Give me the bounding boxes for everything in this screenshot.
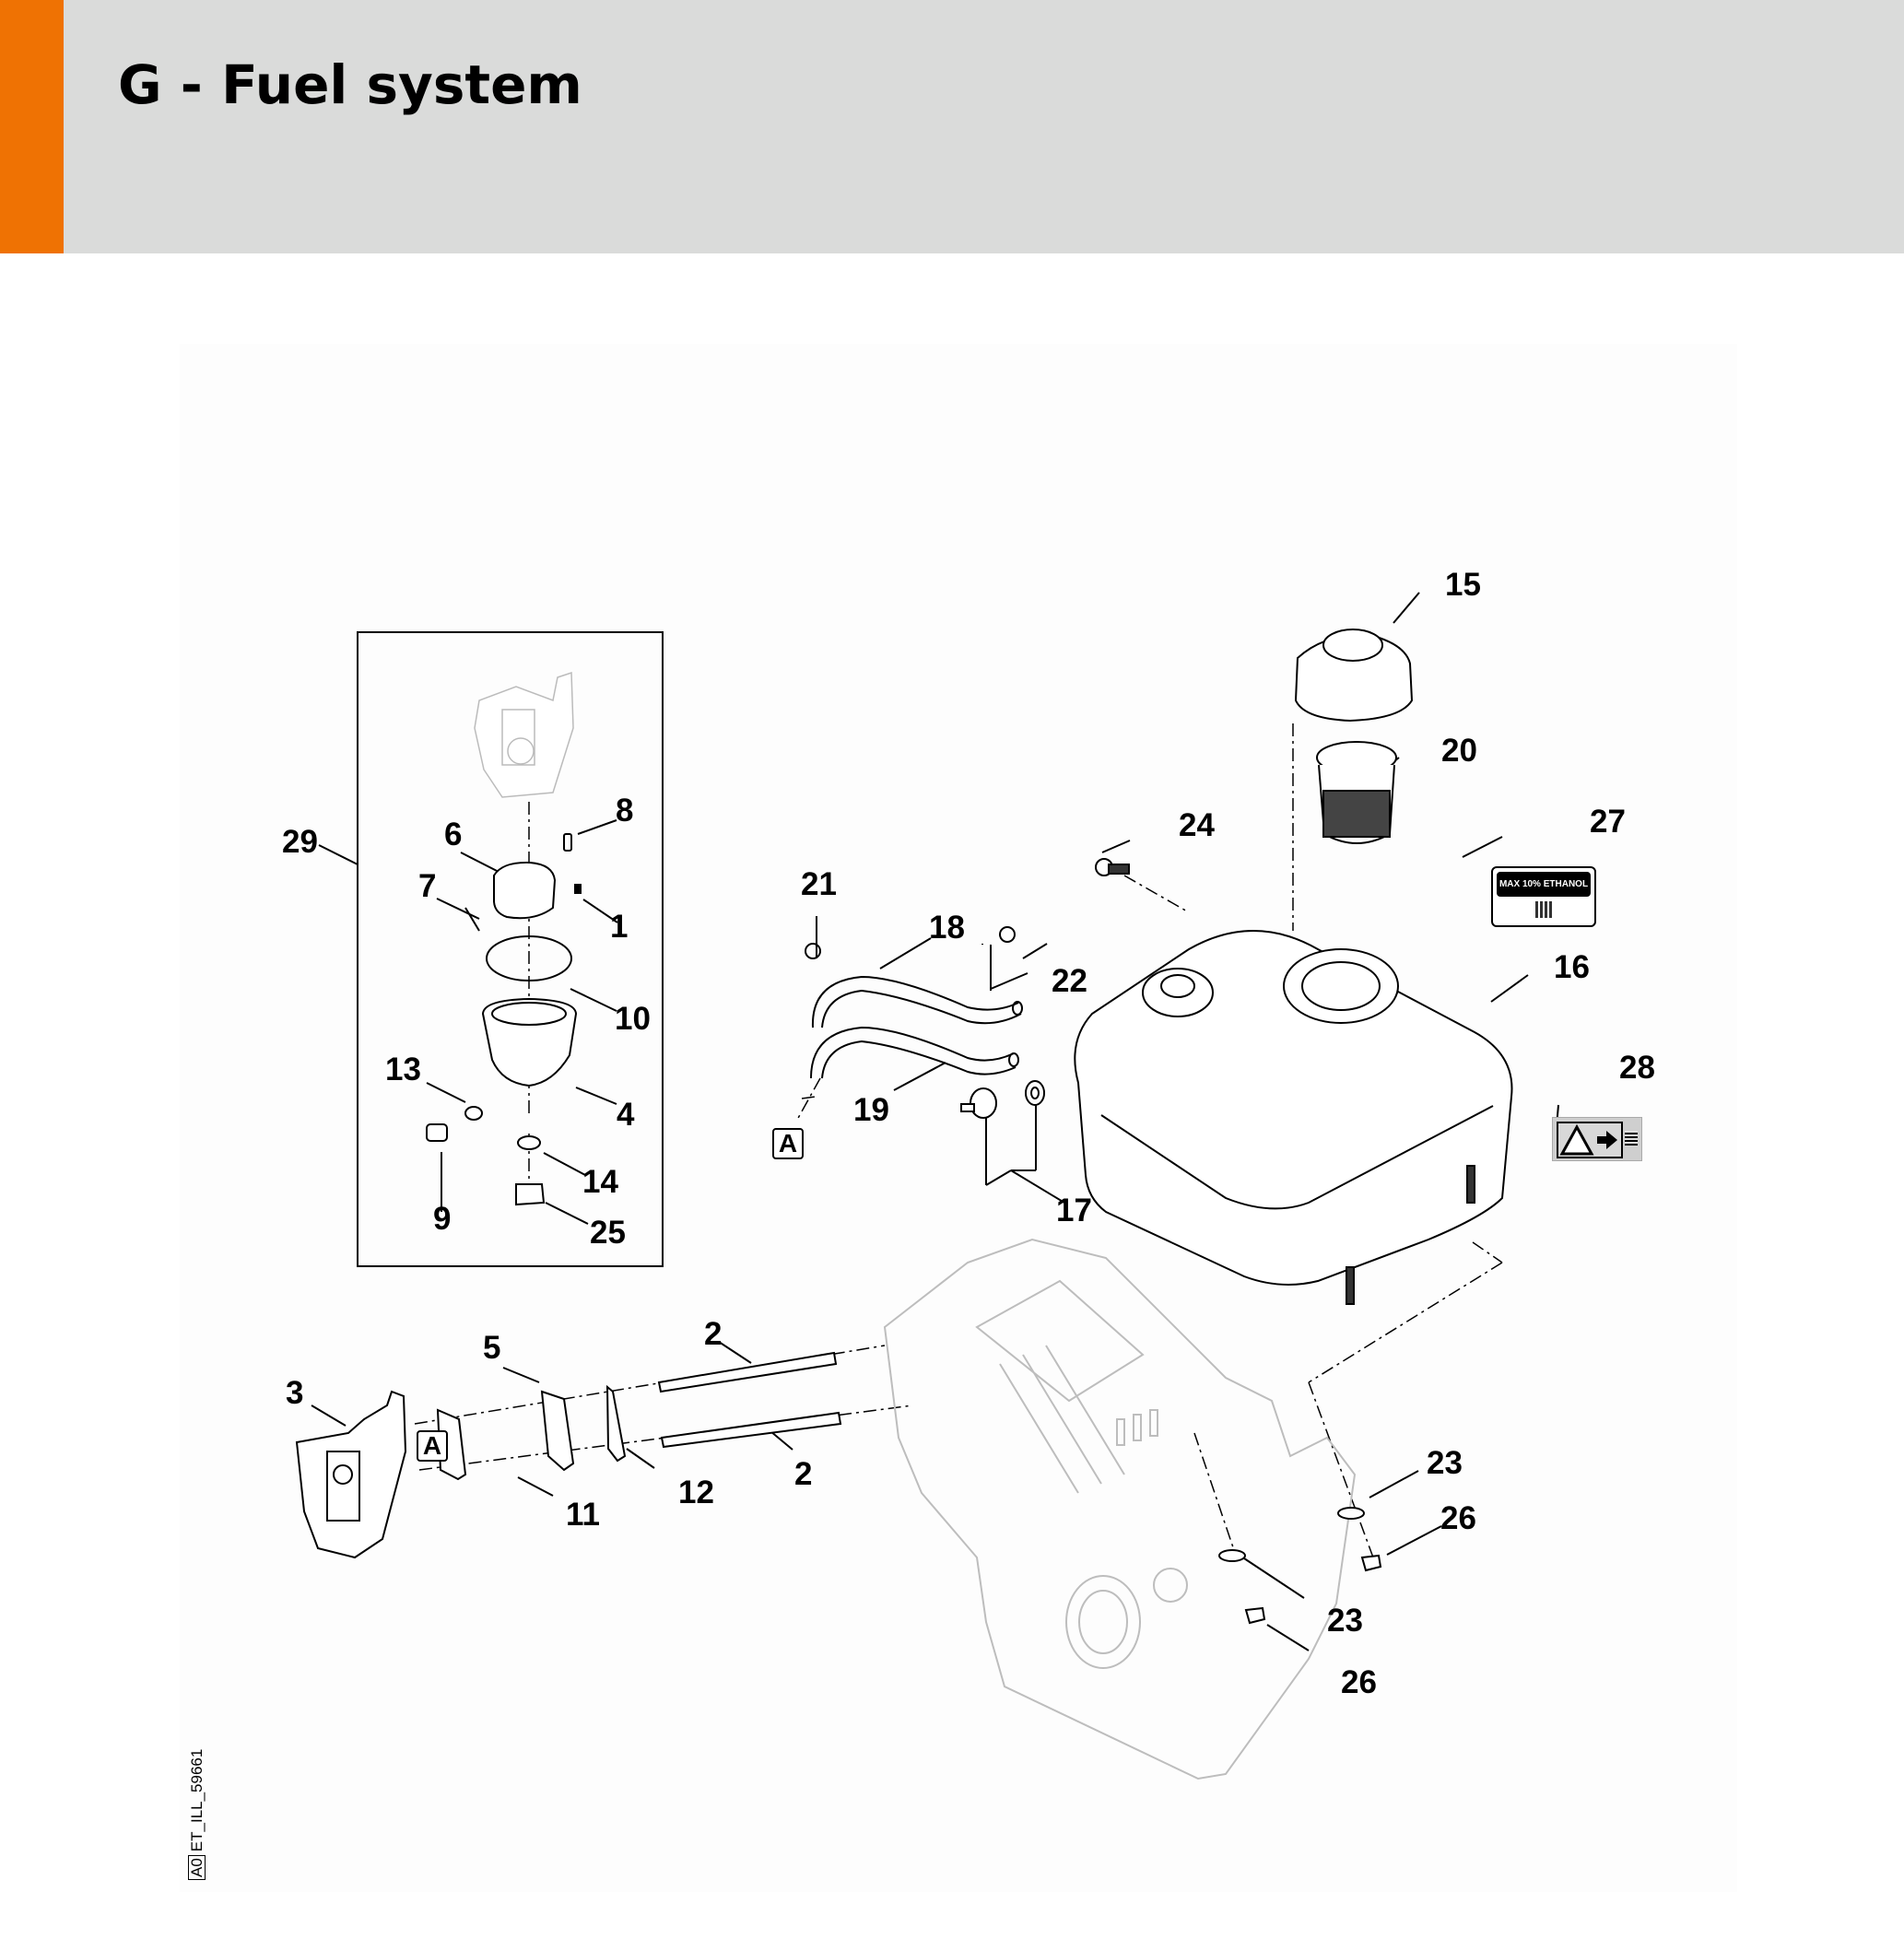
callout-10[interactable]: 10 — [615, 1001, 651, 1037]
callout-20[interactable]: 20 — [1441, 733, 1477, 769]
callout-29[interactable]: 29 — [282, 824, 318, 860]
float-needle-8 — [563, 833, 572, 852]
float-bowl — [481, 997, 578, 1087]
qr-code-icon — [1625, 1131, 1638, 1146]
callout-8[interactable]: 8 — [616, 793, 634, 828]
seal-14 — [517, 1135, 541, 1150]
drain-screw-9 — [426, 1123, 448, 1142]
callout-2-lower[interactable]: 2 — [794, 1456, 813, 1492]
illustration-id-text: ET_ILL_59661 — [188, 1748, 206, 1852]
callout-7[interactable]: 7 — [418, 868, 437, 904]
fuel-valve — [960, 1080, 1045, 1119]
callout-26-upper[interactable]: 26 — [1440, 1500, 1476, 1536]
page-title: G - Fuel system — [118, 53, 582, 116]
callout-6[interactable]: 6 — [444, 817, 463, 852]
callout-26-lower[interactable]: 26 — [1341, 1664, 1377, 1700]
callout-22[interactable]: 22 — [1052, 963, 1087, 999]
engine-block-ghost — [883, 1238, 1357, 1780]
callout-1[interactable]: 1 — [610, 909, 629, 945]
ethanol-decal-text: MAX 10% ETHANOL — [1497, 872, 1591, 897]
ethanol-decal: MAX 10% ETHANOL — [1491, 866, 1596, 927]
callout-13[interactable]: 13 — [385, 1052, 421, 1087]
warning-decal — [1552, 1117, 1642, 1161]
hose-clamps — [805, 926, 1016, 959]
drain-bolt-25 — [515, 1183, 546, 1206]
callout-9[interactable]: 9 — [433, 1201, 452, 1237]
fuel-strainer — [1316, 741, 1397, 844]
page-header: G - Fuel system — [0, 0, 1904, 253]
callout-27[interactable]: 27 — [1590, 804, 1626, 840]
callout-24[interactable]: 24 — [1179, 807, 1215, 843]
warning-triangle-arrow-icon — [1557, 1122, 1623, 1158]
leader-lines — [311, 592, 1559, 1651]
callout-19[interactable]: 19 — [853, 1092, 889, 1128]
callout-25[interactable]: 25 — [590, 1215, 626, 1251]
washers-nuts — [1218, 1507, 1382, 1625]
carburetor-kit-parts — [426, 671, 582, 1206]
reference-marker-a-hose: A — [772, 1128, 804, 1159]
callout-15[interactable]: 15 — [1445, 567, 1481, 603]
qr-code-icon — [1535, 901, 1552, 918]
callout-12[interactable]: 12 — [678, 1475, 714, 1510]
illustration-revision: A0 — [188, 1855, 206, 1880]
kit-frame — [357, 631, 664, 1267]
callout-2-upper[interactable]: 2 — [704, 1316, 723, 1352]
callout-18[interactable]: 18 — [929, 910, 965, 946]
gaskets-insulator — [436, 1384, 627, 1481]
callout-17[interactable]: 17 — [1056, 1193, 1092, 1228]
callout-4[interactable]: 4 — [617, 1097, 635, 1133]
pin-1 — [574, 884, 582, 894]
reference-marker-a-carburetor: A — [417, 1430, 448, 1462]
callout-23-upper[interactable]: 23 — [1427, 1445, 1463, 1481]
callout-3[interactable]: 3 — [286, 1375, 304, 1411]
studs — [657, 1351, 842, 1449]
callout-28[interactable]: 28 — [1619, 1050, 1655, 1086]
callout-23-lower[interactable]: 23 — [1327, 1603, 1363, 1639]
float-pin-7 — [464, 907, 480, 932]
float — [492, 861, 557, 920]
callout-16[interactable]: 16 — [1554, 949, 1590, 985]
callout-11[interactable]: 11 — [566, 1497, 600, 1533]
fuel-tank — [1074, 930, 1513, 1305]
fuel-hoses — [810, 975, 1023, 1079]
callout-21[interactable]: 21 — [801, 866, 837, 902]
carburetor-ghost — [474, 671, 574, 798]
callout-5[interactable]: 5 — [483, 1330, 501, 1366]
washer-13 — [464, 1106, 483, 1121]
bowl-gasket — [486, 935, 572, 981]
tank-bolt — [1095, 858, 1130, 876]
illustration-id: A0 ET_ILL_59661 — [188, 1749, 206, 1880]
fuel-cap — [1294, 629, 1414, 723]
section-accent-bar — [0, 0, 64, 253]
callout-14[interactable]: 14 — [582, 1164, 618, 1200]
assembly-axes — [414, 723, 1503, 1558]
carburetor — [295, 1390, 407, 1559]
